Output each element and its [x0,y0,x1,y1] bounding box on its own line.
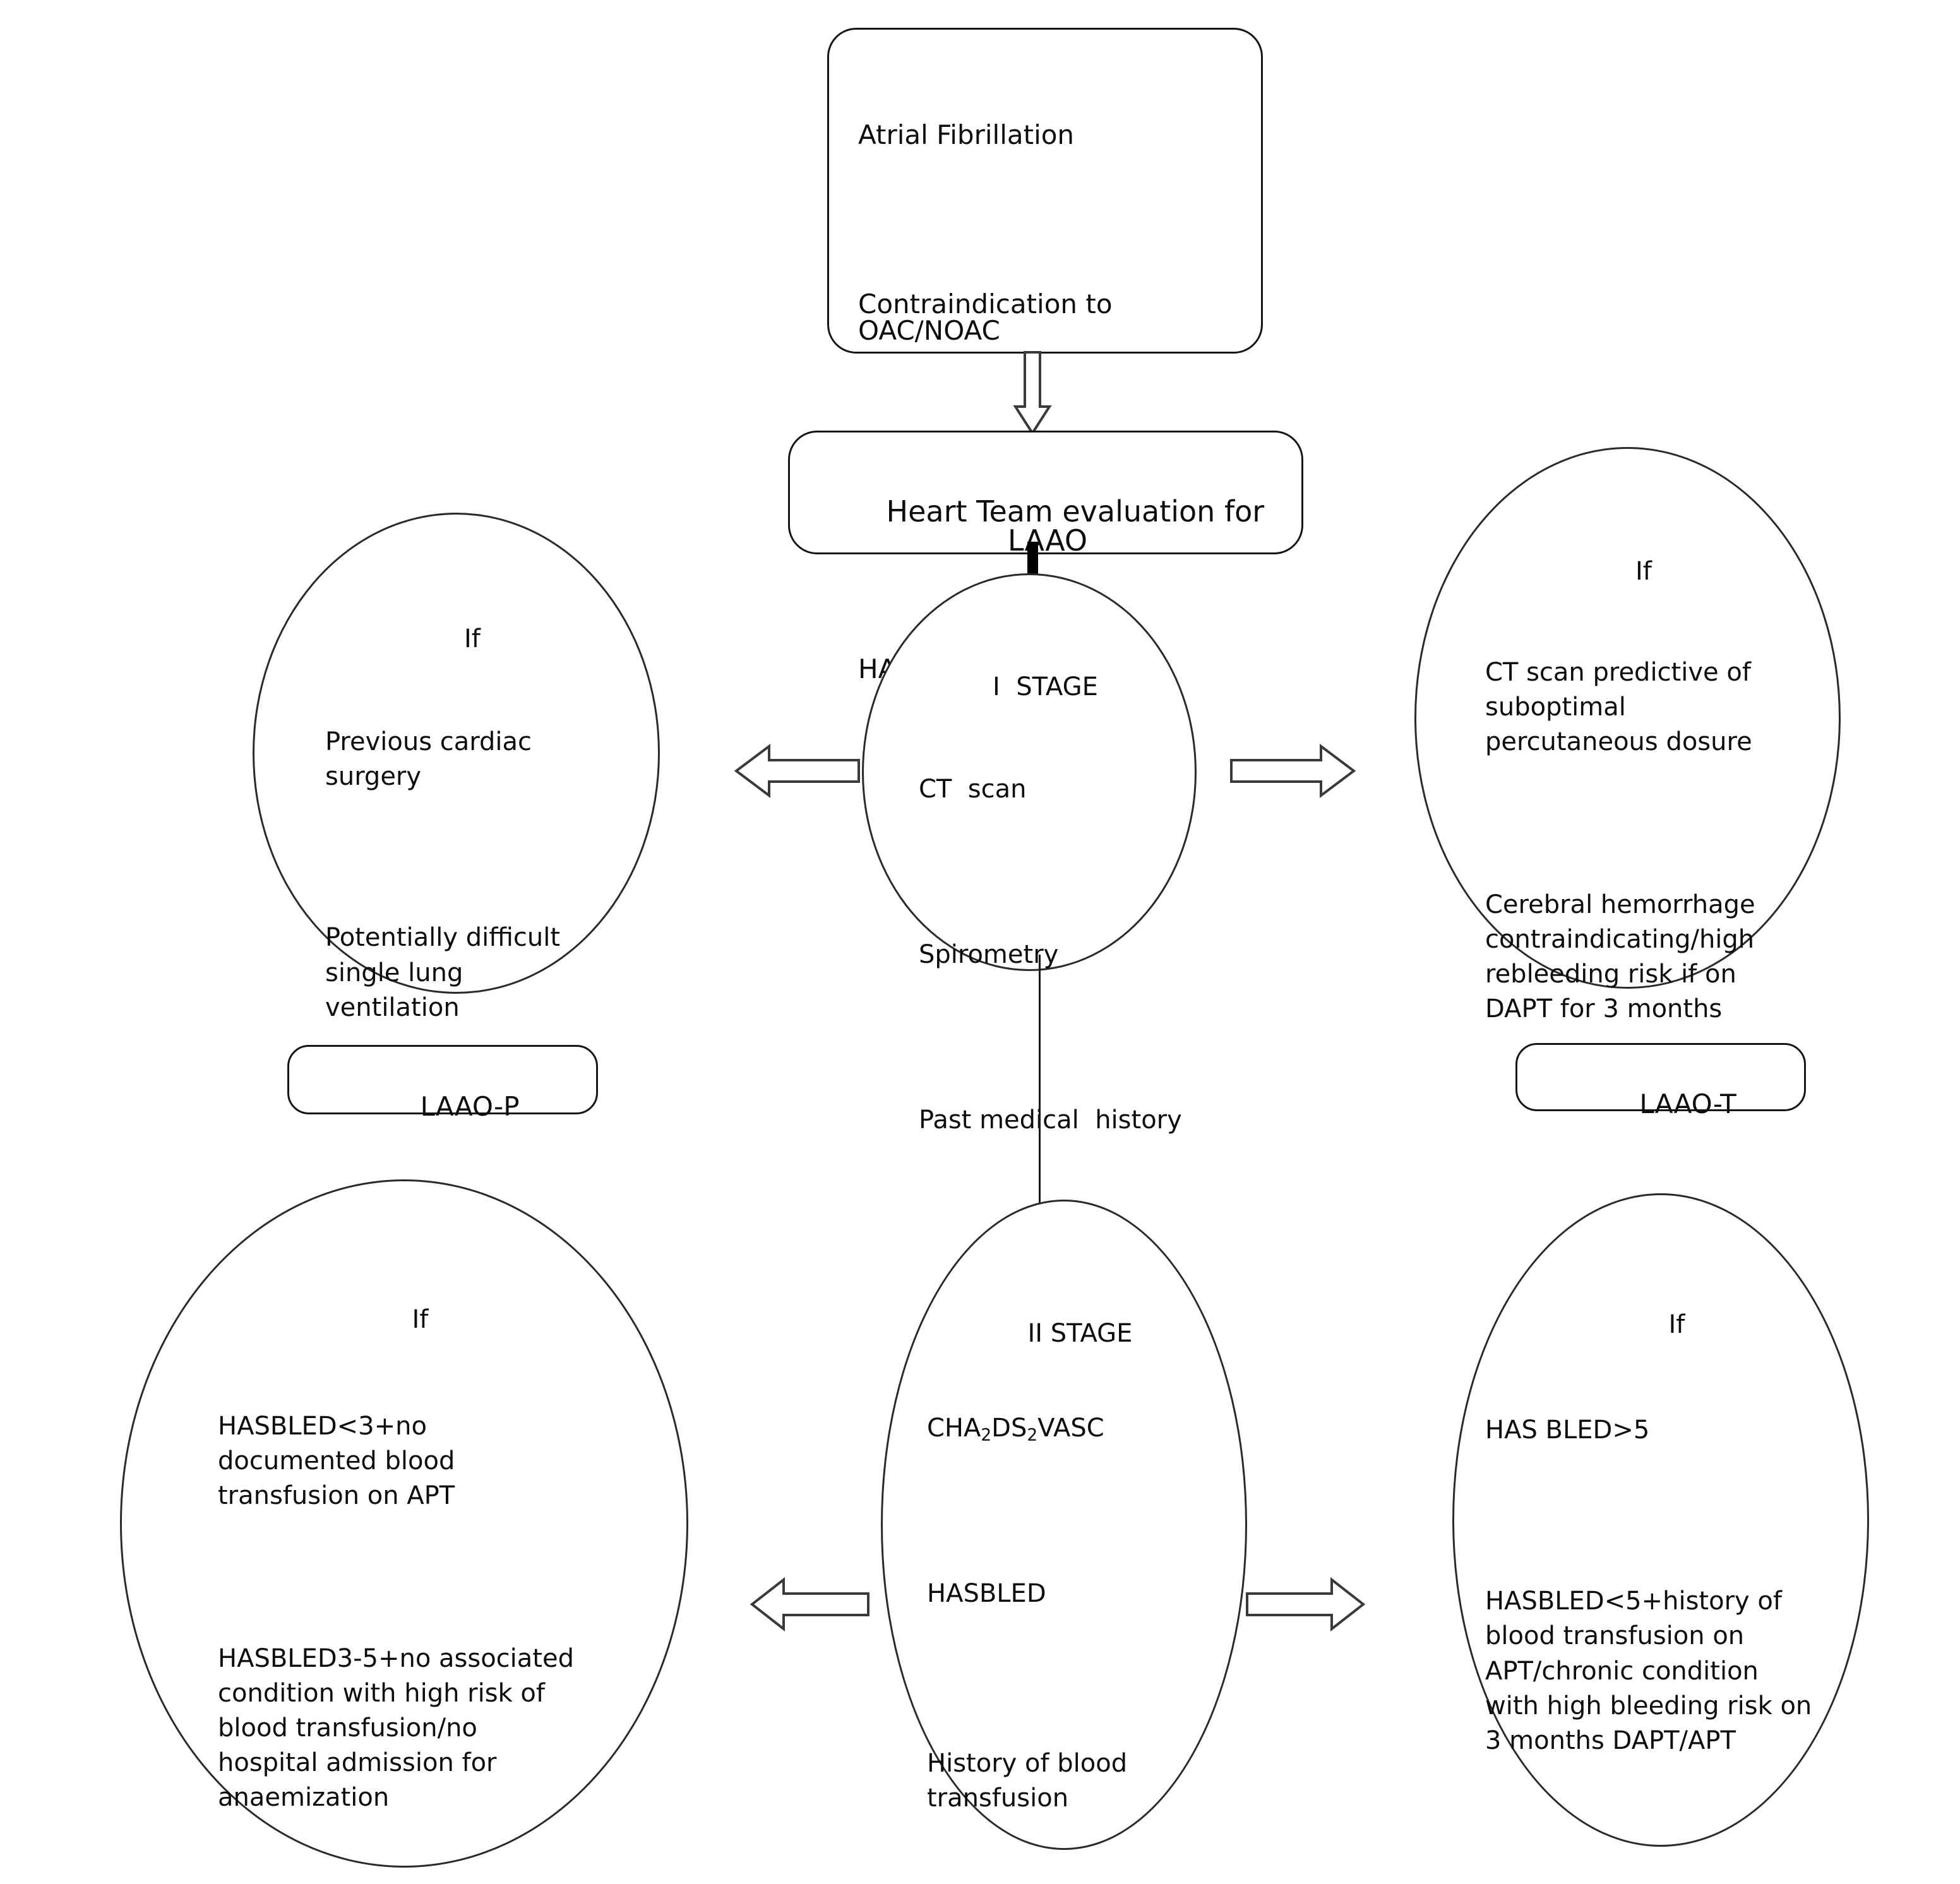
stage-one-item-past-medical-history: Past medical history [919,1106,1182,1135]
stage-two-cha2ds2vasc-suffix: VASC [1037,1414,1104,1443]
stage-one-left-paragraph-1: Previous cardiac surgery [325,727,532,792]
stage-two-title: II STAGE [881,1296,1247,1371]
stage-two-right-header-text: If [1668,1310,1685,1339]
heart-team-label-wrap: Heart Team evaluation for LAAO [790,468,1305,584]
stage-two-item-hasbled: HASBLED [927,1579,1046,1608]
stage-one-left-ellipse[interactable] [253,513,660,994]
arrow-indication-to-heartteam [1013,351,1052,436]
stage-one-title-text: I STAGE [992,672,1098,701]
stage-two-right-ellipse[interactable] [1452,1193,1869,1847]
stage-two-cha2ds2vasc-sub-1: 2 [981,1425,992,1445]
stage-one-right-ellipse[interactable] [1414,447,1841,989]
indication-box[interactable]: Atrial Fibrillation Contraindication to … [827,28,1263,683]
stage-two-right-paragraph-2: HASBLED<5+history of blood transfusion o… [1485,1587,1812,1755]
stage-one-item-ct-scan: CT scan [919,775,1027,804]
stage-two-title-text: II STAGE [1027,1319,1133,1348]
laao-t-label-wrap: LAAO-T [1517,1064,1808,1144]
stage-two-items: CHA2DS2VASC HASBLED History of blood tra… [927,1365,1243,1884]
stage-one-left-body: Previous cardiac surgery Potentially dif… [325,674,622,1076]
stage-two-cha2ds2vasc-sub-2: 2 [1027,1425,1038,1445]
stage-two-right-body: HAS BLED>5 HASBLED<5+history of blood tr… [1485,1362,1864,1809]
laao-p-label: LAAO-P [420,1091,520,1122]
stage-two-item-cha2ds2vasc: CHA2DS2VASC [927,1414,1243,1443]
stage-two-left-ellipse[interactable] [120,1179,688,1868]
stage-two-right-paragraph-1: HAS BLED>5 [1485,1416,1650,1445]
stage-one-right-body: CT scan predictive of suboptimal percuta… [1485,605,1814,1077]
stage-two-left-header: If [120,1282,688,1357]
indication-line-contraindication: Contraindication to OAC/NOAC [858,289,1121,346]
stage-two-cha2ds2vasc-mid: DS [991,1414,1027,1443]
stage-one-circle[interactable] [862,573,1197,971]
stage-two-left-body: HASBLED<3+no documented blood transfusio… [218,1359,635,1866]
arrow-stage-two-to-left [750,1577,869,1632]
laao-p-box[interactable]: LAAO-P [287,1045,598,1120]
arrow-stage-one-to-right [1230,744,1356,798]
heart-team-label: Heart Team evaluation for LAAO [886,494,1274,557]
stage-one-left-header-text: If [463,624,481,653]
stage-two-item-history-of-blood-transfusion: History of blood transfusion [927,1749,1128,1813]
stage-one-items: CT scan Spirometry Past medical history [919,726,1216,1183]
stage-one-title: I STAGE [862,649,1197,725]
stage-two-left-paragraph-2: HASBLED3-5+no associated condition with … [218,1643,574,1813]
stage-one-item-spirometry: Spirometry [919,940,1059,969]
stage-two-right-header: If [1452,1287,1869,1362]
connector-heartteam-to-stage-one [1027,542,1038,581]
stage-two-cha2ds2vasc-prefix: CHA [927,1414,981,1443]
stage-one-left-paragraph-2: Potentially difficult single lung ventil… [325,923,561,1022]
stage-one-left-header: If [253,601,660,677]
arrow-stage-one-to-left [734,744,860,798]
arrow-stage-two-to-right [1246,1577,1366,1632]
stage-one-right-header-text: If [1635,557,1652,586]
laao-t-label: LAAO-T [1639,1088,1736,1119]
stage-two-left-paragraph-1: HASBLED<3+no documented blood transfusio… [218,1412,455,1511]
stage-two-ellipse[interactable] [881,1200,1247,1850]
laao-t-box[interactable]: LAAO-T [1515,1043,1806,1118]
stage-two-left-header-text: If [412,1305,429,1334]
laao-p-label-wrap: LAAO-P [289,1067,600,1147]
connector-stage-one-to-stage-two [1039,955,1041,1207]
stage-one-right-header: If [1414,534,1841,609]
indication-line-atrial-fibrillation: Atrial Fibrillation [858,119,1075,150]
stage-one-right-paragraph-1: CT scan predictive of suboptimal percuta… [1485,658,1752,757]
heart-team-box[interactable]: Heart Team evaluation for LAAO [788,431,1303,555]
stage-one-right-paragraph-2: Cerebral hemorrhage contraindicating/hig… [1485,890,1755,1024]
